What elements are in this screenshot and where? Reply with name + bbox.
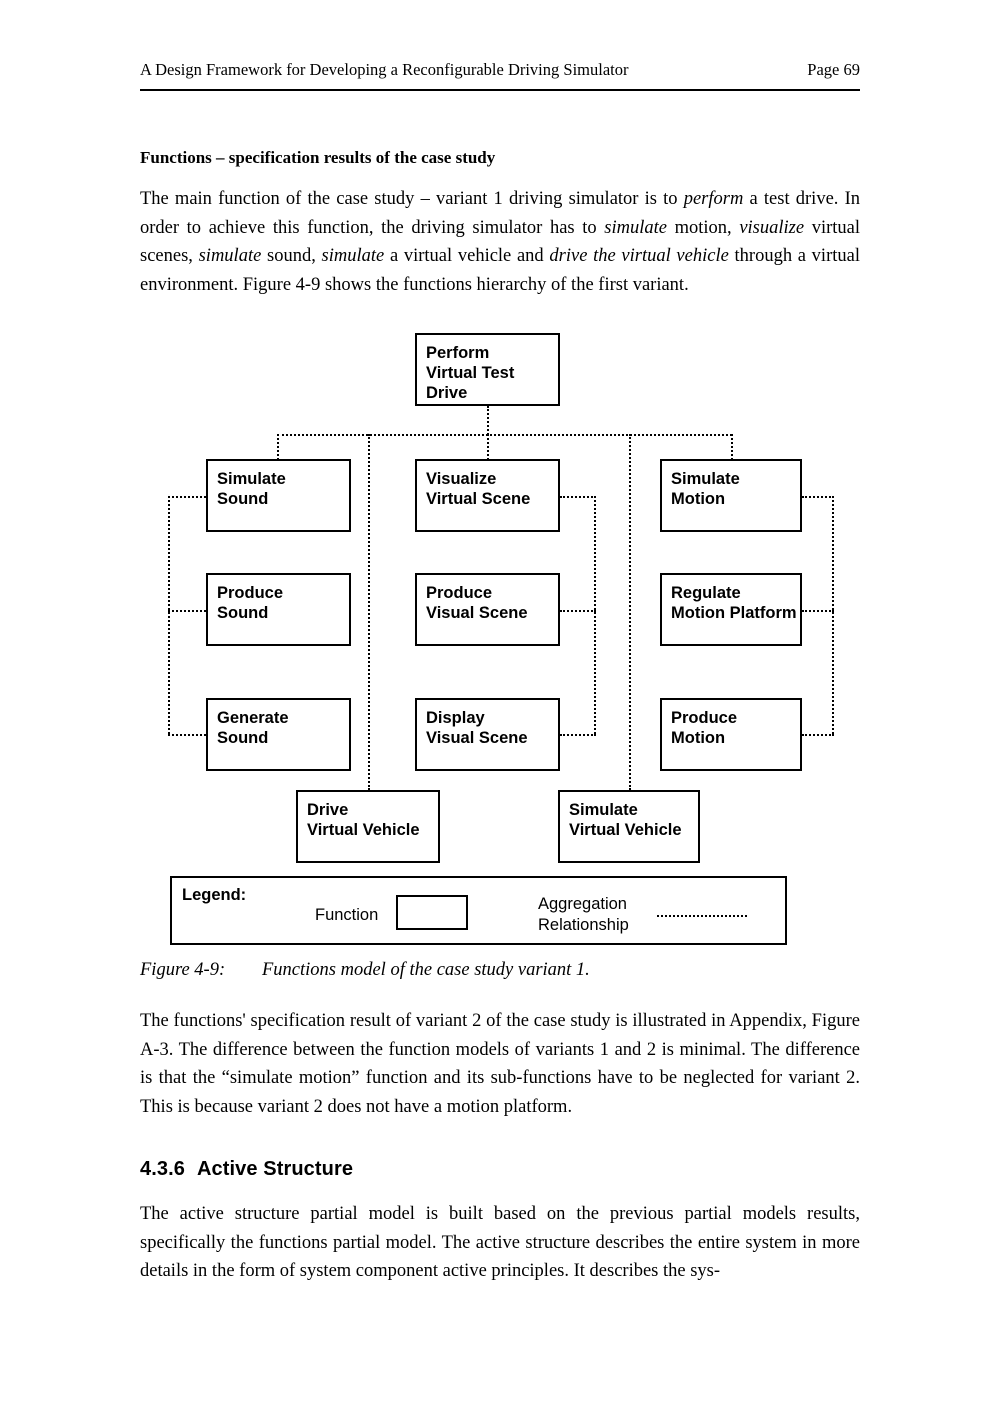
- connector-sound-stub-simulate: [168, 496, 206, 498]
- node-perform-virtual-test-drive[interactable]: Perform Virtual Test Drive: [415, 333, 560, 406]
- node-produce-motion[interactable]: Produce Motion: [660, 698, 802, 771]
- heading-text: Active Structure: [197, 1158, 354, 1180]
- figure-caption-text: Functions model of the case study varian…: [262, 960, 590, 980]
- header-divider: [140, 89, 860, 91]
- legend-title: Legend:: [182, 886, 247, 904]
- node-produce-visual-scene[interactable]: Produce Visual Scene: [415, 573, 560, 646]
- connector-main-bus: [277, 434, 732, 436]
- connector-drop-drive-virtual-vehicle: [368, 434, 370, 790]
- connector-drop-simulate-motion: [731, 434, 733, 460]
- figure-caption: Figure 4-9: Functions model of the case s…: [140, 960, 860, 981]
- connector-visual-stub-visualize: [560, 496, 596, 498]
- heading-active-structure: 4.3.6 Active Structure: [140, 1158, 860, 1181]
- connector-motion-stub-simulate: [802, 496, 834, 498]
- node-visualize-virtual-scene[interactable]: Visualize Virtual Scene: [415, 459, 560, 532]
- connector-motion-stub-regulate: [802, 610, 834, 612]
- legend-aggregation-label: Aggregation Relationship: [538, 895, 629, 934]
- node-produce-sound[interactable]: Produce Sound: [206, 573, 351, 646]
- connector-drop-simulate-sound: [277, 434, 279, 460]
- connector-motion-stub-produce: [802, 734, 834, 736]
- connector-sound-stub-produce: [168, 610, 206, 612]
- page-header: A Design Framework for Developing a Reco…: [140, 60, 860, 80]
- document-title: A Design Framework for Developing a Reco…: [140, 60, 629, 79]
- legend-panel: Legend: Function Aggregation Relationshi…: [170, 876, 787, 945]
- connector-sound-stub-generate: [168, 734, 206, 736]
- connector-root-drop: [487, 406, 489, 435]
- legend-function-swatch-icon: [396, 895, 468, 930]
- node-simulate-virtual-vehicle[interactable]: Simulate Virtual Vehicle: [558, 790, 700, 863]
- node-display-visual-scene[interactable]: Display Visual Scene: [415, 698, 560, 771]
- page-number: Page 69: [807, 60, 860, 79]
- connector-visual-stub-produce: [560, 610, 596, 612]
- connector-sound-spine: [168, 496, 170, 734]
- legend-function-label: Function: [315, 906, 379, 924]
- node-simulate-motion[interactable]: Simulate Motion: [660, 459, 802, 532]
- connector-drop-simulate-virtual-vehicle: [629, 434, 631, 790]
- connector-visual-spine: [594, 496, 596, 734]
- heading-number: 4.3.6: [140, 1158, 185, 1180]
- functions-heading: Functions – specification results of the…: [140, 148, 496, 167]
- legend-aggregation-line-icon: [657, 915, 747, 917]
- paragraph-functions-intro: The main function of the case study – va…: [140, 189, 860, 295]
- connector-motion-spine: [832, 496, 834, 734]
- connector-drop-visualize-virtual-scene: [487, 434, 489, 460]
- node-generate-sound[interactable]: Generate Sound: [206, 698, 351, 771]
- node-regulate-motion-platform[interactable]: Regulate Motion Platform: [660, 573, 802, 646]
- paragraph-active-structure: The active structure partial model is bu…: [140, 1204, 860, 1281]
- node-drive-virtual-vehicle[interactable]: Drive Virtual Vehicle: [296, 790, 440, 863]
- connector-visual-stub-display: [560, 734, 596, 736]
- node-simulate-sound[interactable]: Simulate Sound: [206, 459, 351, 532]
- figure-caption-number: Figure 4-9:: [140, 960, 226, 980]
- paragraph-variant-2: The functions' specification result of v…: [140, 1011, 860, 1117]
